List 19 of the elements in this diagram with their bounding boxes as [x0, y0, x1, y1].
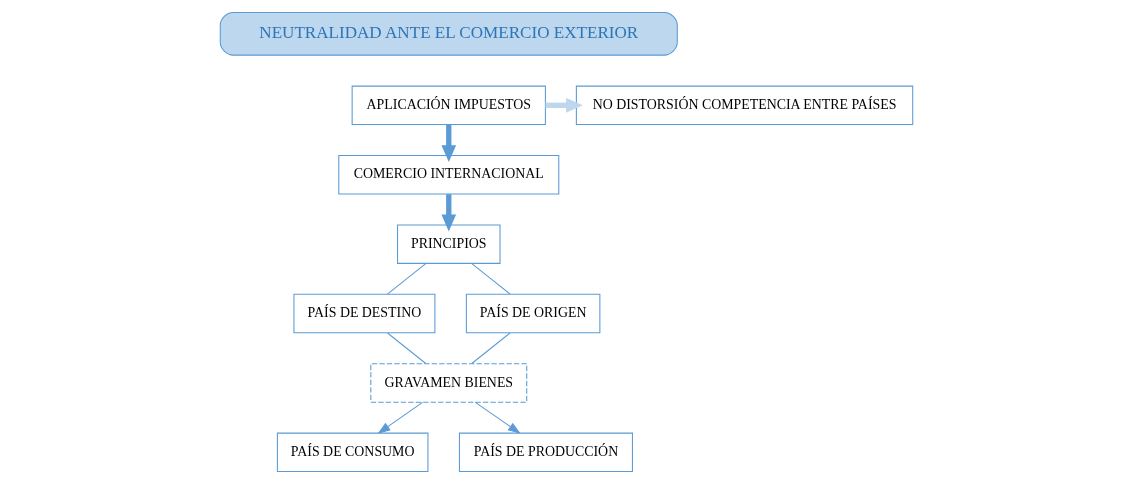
- node-box: PRINCIPIOS: [396, 224, 501, 264]
- arrow: [474, 401, 521, 434]
- node-box: APLICACIÓN IMPUESTOS: [351, 85, 546, 126]
- connector: [470, 332, 511, 365]
- connector: [386, 263, 426, 295]
- node-box: COMERCIO INTERNACIONAL: [337, 154, 559, 195]
- node-box: PAÍS DE PRODUCCIÓN: [458, 432, 633, 473]
- connector: [470, 263, 511, 295]
- arrow: [440, 124, 456, 162]
- node-box: PAÍS DE CONSUMO: [276, 432, 428, 473]
- connector: [386, 332, 426, 365]
- node-box: PAÍS DE ORIGEN: [465, 293, 600, 334]
- node-box: NO DISTORSIÓN COMPETENCIA ENTRE PAÍSES: [575, 85, 913, 126]
- node-box: PAÍS DE DESTINO: [292, 293, 435, 334]
- arrow: [545, 98, 583, 113]
- arrow: [377, 401, 423, 434]
- arrow: [440, 194, 456, 232]
- node-box: GRAVAMEN BIENES: [369, 363, 527, 403]
- node-box: NEUTRALIDAD ANTE EL COMERCIO EXTERIOR: [219, 11, 678, 56]
